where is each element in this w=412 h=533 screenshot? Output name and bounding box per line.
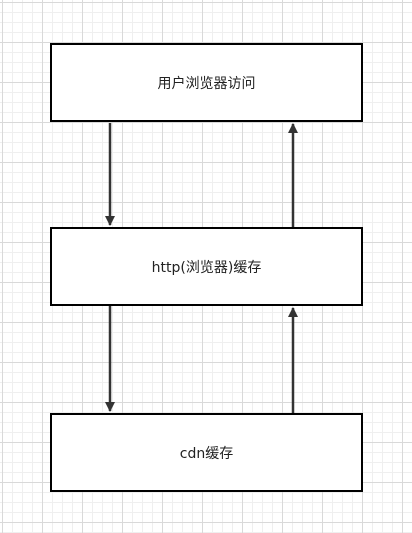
node-http-cache[interactable]: http(浏览器)缓存 [50, 227, 363, 306]
node-label: 用户浏览器访问 [157, 75, 256, 92]
node-browser-access[interactable]: 用户浏览器访问 [50, 43, 363, 122]
node-label: http(浏览器)缓存 [151, 259, 262, 276]
node-cdn-cache[interactable]: cdn缓存 [50, 413, 363, 492]
node-label: cdn缓存 [179, 445, 234, 462]
